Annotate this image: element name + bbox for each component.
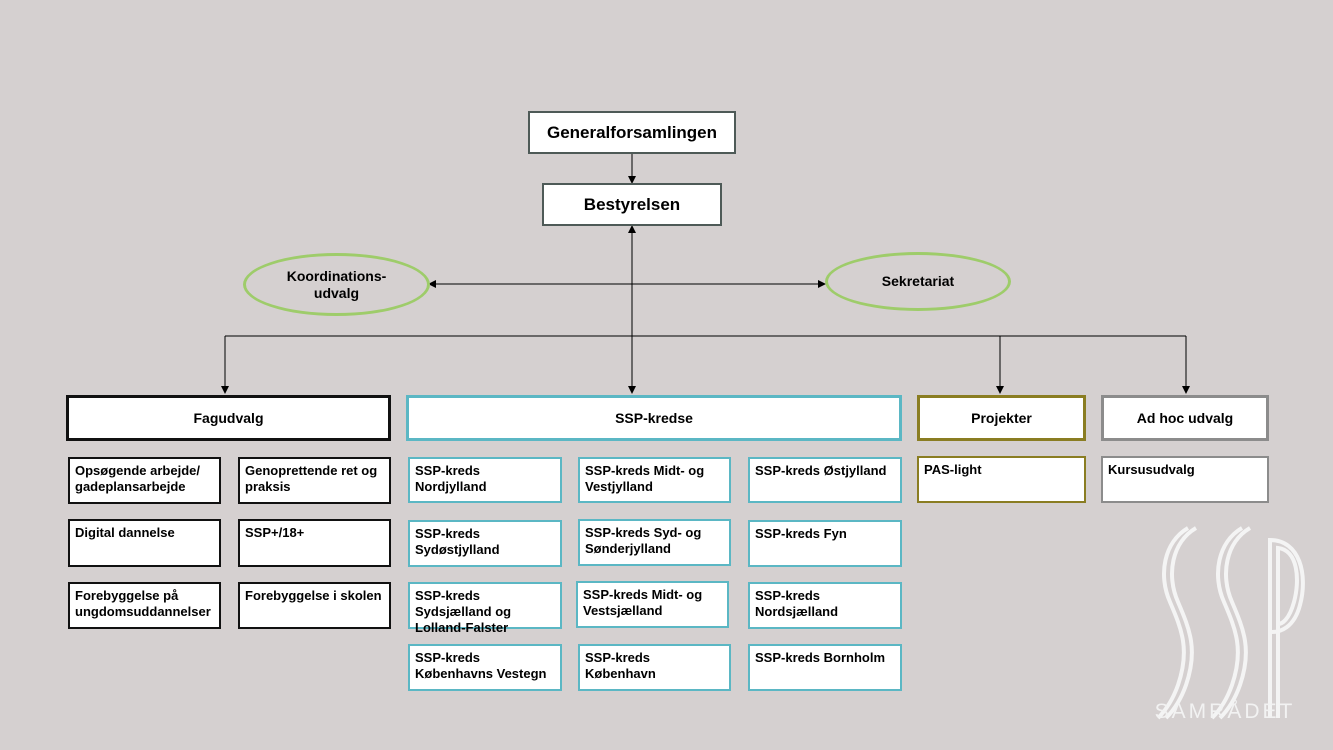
ssp-kreds-item: SSP-kreds Sydsjælland og Lolland-Falster [408, 582, 562, 635]
ssp-kreds-label: SSP-kreds Midt- og Vestsjælland [583, 587, 703, 618]
fagudvalg-header: Fagudvalg [66, 395, 391, 441]
generalforsamlingen-label: Generalforsamlingen [546, 122, 718, 142]
bestyrelsen-label: Bestyrelsen [583, 194, 681, 214]
projekter-item-label: PAS-light [924, 462, 982, 477]
fagudvalg-item: Digital dannelse [68, 519, 221, 567]
ssp-kreds-item: SSP-kreds Bornholm [748, 644, 902, 691]
ssp-kreds-label: SSP-kreds Syd- og Sønderjylland [585, 525, 702, 556]
adhoc-item: Kursusudvalg [1101, 456, 1269, 503]
fagudvalg-item-label: Genoprettende ret og praksis [245, 463, 378, 494]
ssp-logo-icon [1156, 526, 1305, 720]
bestyrelsen-box: Bestyrelsen [542, 183, 722, 226]
generalforsamlingen-box: Generalforsamlingen [528, 111, 736, 154]
ssp-kreds-item: SSP-kreds Sydøstjylland [408, 520, 562, 567]
projekter-item: PAS-light [917, 456, 1086, 503]
ssp-kreds-label: SSP-kreds Bornholm [755, 650, 886, 665]
fagudvalg-item-label: Opsøgende arbejde/ gadeplansarbejde [75, 463, 200, 494]
ssp-kreds-label: SSP-kreds Midt- og Vestjylland [585, 463, 705, 494]
fagudvalg-item-label: Digital dannelse [75, 525, 175, 540]
sekretariat-ellipse: Sekretariat [825, 252, 1011, 311]
ssp-kreds-label: SSP-kreds Københavns Vestegn [415, 650, 547, 681]
ssp-kredse-header: SSP-kredse [406, 395, 902, 441]
fagudvalg-item: Opsøgende arbejde/ gadeplansarbejde [68, 457, 221, 504]
ssp-kreds-label: SSP-kreds København [585, 650, 656, 681]
ssp-kreds-item: SSP-kreds Nordjylland [408, 457, 562, 503]
koordinationsudvalg-label: Koordinations- udvalg [286, 267, 387, 301]
ssp-kreds-item: SSP-kreds Midt- og Vestsjælland [576, 581, 729, 628]
ssp-kreds-item: SSP-kreds København [578, 644, 731, 691]
fagudvalg-header-label: Fagudvalg [193, 410, 264, 426]
fagudvalg-item: SSP+/18+ [238, 519, 391, 567]
ssp-kreds-item: SSP-kreds Midt- og Vestjylland [578, 457, 731, 503]
ssp-kreds-label: SSP-kreds Østjylland [755, 463, 887, 478]
fagudvalg-item: Genoprettende ret og praksis [238, 457, 391, 504]
fagudvalg-item: Forebyggelse på ungdomsuddannelser [68, 582, 221, 629]
ssp-kreds-label: SSP-kreds Sydøstjylland [415, 526, 500, 557]
ssp-kreds-item: SSP-kreds Syd- og Sønderjylland [578, 519, 731, 566]
sekretariat-label: Sekretariat [881, 273, 955, 289]
ssp-kreds-label: SSP-kreds Fyn [755, 526, 847, 541]
logo-text: SAMRÅDET [1154, 700, 1296, 723]
ssp-kreds-item: SSP-kreds Københavns Vestegn [408, 644, 562, 691]
fagudvalg-item-label: Forebyggelse på ungdomsuddannelser [75, 588, 211, 619]
projekter-header-label: Projekter [971, 410, 1032, 426]
ssp-kreds-label: SSP-kreds Sydsjælland og Lolland-Falster [415, 588, 512, 635]
fagudvalg-item-label: SSP+/18+ [245, 525, 305, 540]
koordinationsudvalg-ellipse: Koordinations- udvalg [243, 253, 430, 316]
ssp-kreds-item: SSP-kreds Fyn [748, 520, 902, 567]
ssp-kreds-item: SSP-kreds Nordsjælland [748, 582, 902, 629]
adhoc-header-label: Ad hoc udvalg [1136, 410, 1234, 426]
projekter-header: Projekter [917, 395, 1086, 441]
ssp-kredse-header-label: SSP-kredse [615, 410, 693, 426]
ssp-kreds-label: SSP-kreds Nordjylland [415, 463, 487, 494]
fagudvalg-item-label: Forebyggelse i skolen [245, 588, 382, 603]
ssp-kreds-label: SSP-kreds Nordsjælland [755, 588, 839, 619]
ssp-kreds-item: SSP-kreds Østjylland [748, 457, 902, 503]
adhoc-item-label: Kursusudvalg [1108, 462, 1195, 477]
fagudvalg-item: Forebyggelse i skolen [238, 582, 391, 629]
adhoc-header: Ad hoc udvalg [1101, 395, 1269, 441]
